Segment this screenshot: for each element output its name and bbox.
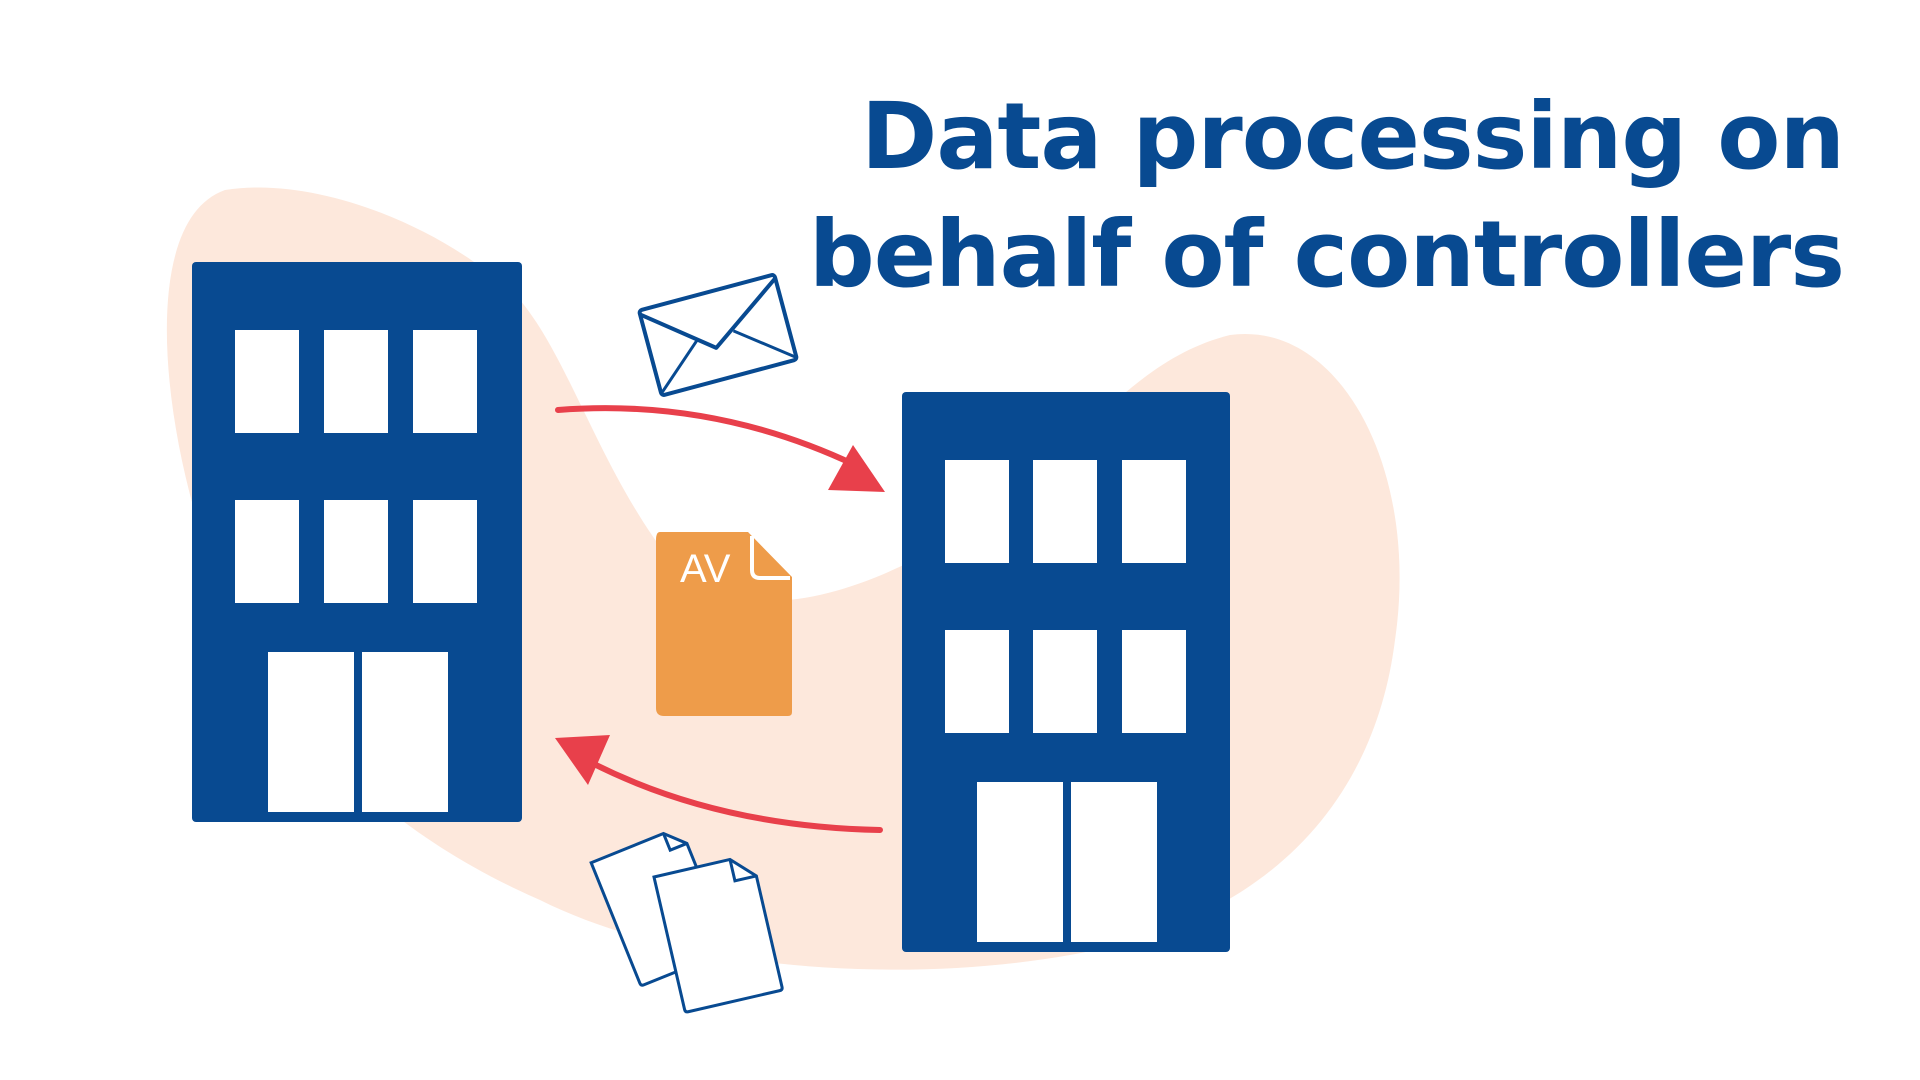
envelope-fold <box>660 339 698 395</box>
envelope-flap <box>639 276 777 350</box>
left-building <box>192 262 522 822</box>
right-door <box>977 782 1063 942</box>
right-window <box>1122 460 1186 563</box>
page-title: Data processing on behalf of controllers <box>744 78 1845 314</box>
left-window <box>235 500 299 603</box>
arrow-top-head <box>828 445 885 492</box>
envelope-fold <box>732 329 798 359</box>
document-label: AV <box>680 547 731 591</box>
left-window <box>324 500 388 603</box>
paper-sheet <box>652 857 784 1014</box>
title-line-2: behalf of controllers <box>808 201 1845 308</box>
left-door <box>362 652 448 812</box>
left-window <box>235 330 299 433</box>
document-corner-fold <box>750 536 790 580</box>
right-building <box>902 392 1230 952</box>
right-window <box>945 460 1009 563</box>
right-window <box>1122 630 1186 733</box>
envelope-icon <box>637 273 799 397</box>
arrow-top-shaft <box>555 405 858 468</box>
left-window <box>324 330 388 433</box>
arrow-left-curved-icon <box>555 735 883 833</box>
right-window <box>945 630 1009 733</box>
right-window <box>1033 630 1097 733</box>
arrow-bottom-head <box>555 735 610 785</box>
left-window <box>413 330 477 433</box>
right-door <box>1071 782 1157 942</box>
paper-stack-icon <box>589 831 784 1014</box>
title-line-1: Data processing on <box>860 83 1845 190</box>
right-window <box>1033 460 1097 563</box>
contract-document-icon: AV <box>656 532 792 716</box>
arrow-bottom-shaft <box>587 759 883 833</box>
paper-fold <box>662 832 688 853</box>
left-window <box>413 500 477 603</box>
left-door <box>268 652 354 812</box>
arrow-right-curved-icon <box>555 405 885 492</box>
paper-fold <box>728 859 757 883</box>
